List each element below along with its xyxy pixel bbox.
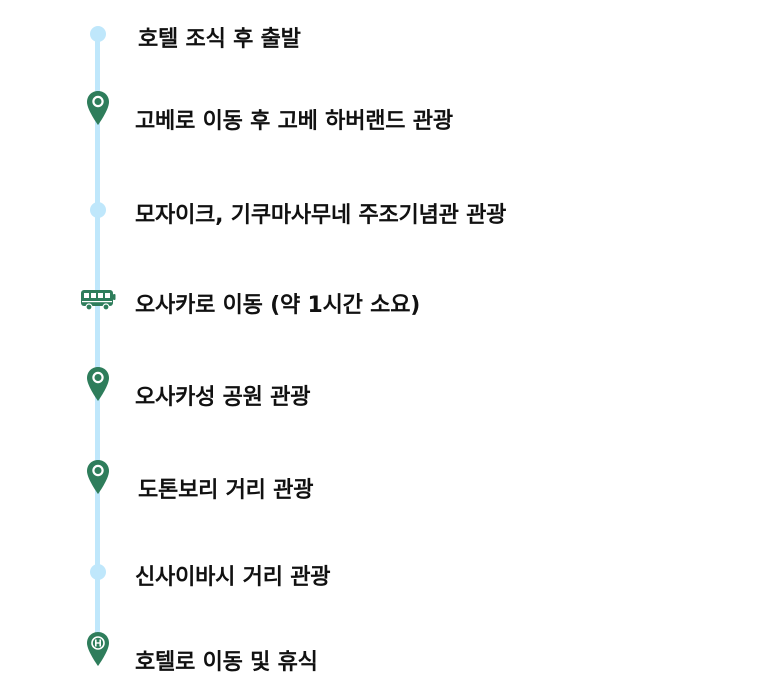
dot-icon xyxy=(90,564,106,580)
step-label: 신사이바시 거리 관광 xyxy=(135,565,331,590)
location-pin-icon xyxy=(87,367,109,401)
itinerary-step: 도톤보리 거리 관광 xyxy=(0,460,772,505)
itinerary-step: 신사이바시 거리 관광 xyxy=(0,552,772,592)
step-label: 오사카성 공원 관광 xyxy=(135,385,311,410)
location-pin-icon xyxy=(87,91,109,125)
step-label: 호텔 조식 후 출발 xyxy=(138,27,301,52)
step-label: 오사카로 이동 (약 1시간 소요) xyxy=(135,293,421,318)
dot-icon xyxy=(90,202,106,218)
itinerary-step: 모자이크, 기쿠마사무네 주조기념관 관광 xyxy=(0,190,772,230)
bus-icon xyxy=(81,290,116,311)
itinerary-step: 호텔로 이동 및 휴식 xyxy=(0,632,772,677)
itinerary-step: 오사카성 공원 관광 xyxy=(0,367,772,412)
itinerary-step: 호텔 조식 후 출발 xyxy=(0,14,772,54)
step-label: 호텔로 이동 및 휴식 xyxy=(135,650,318,675)
step-label: 모자이크, 기쿠마사무네 주조기념관 관광 xyxy=(135,203,507,228)
timeline-rail xyxy=(95,34,100,662)
step-label: 도톤보리 거리 관광 xyxy=(138,478,314,503)
location-pin-icon xyxy=(87,460,109,494)
step-label: 고베로 이동 후 고베 하버랜드 관광 xyxy=(135,109,453,134)
itinerary-step: 오사카로 이동 (약 1시간 소요) xyxy=(0,280,772,320)
itinerary-step: 고베로 이동 후 고베 하버랜드 관광 xyxy=(0,91,772,136)
dot-icon xyxy=(90,26,106,42)
hotel-pin-icon xyxy=(87,632,109,666)
